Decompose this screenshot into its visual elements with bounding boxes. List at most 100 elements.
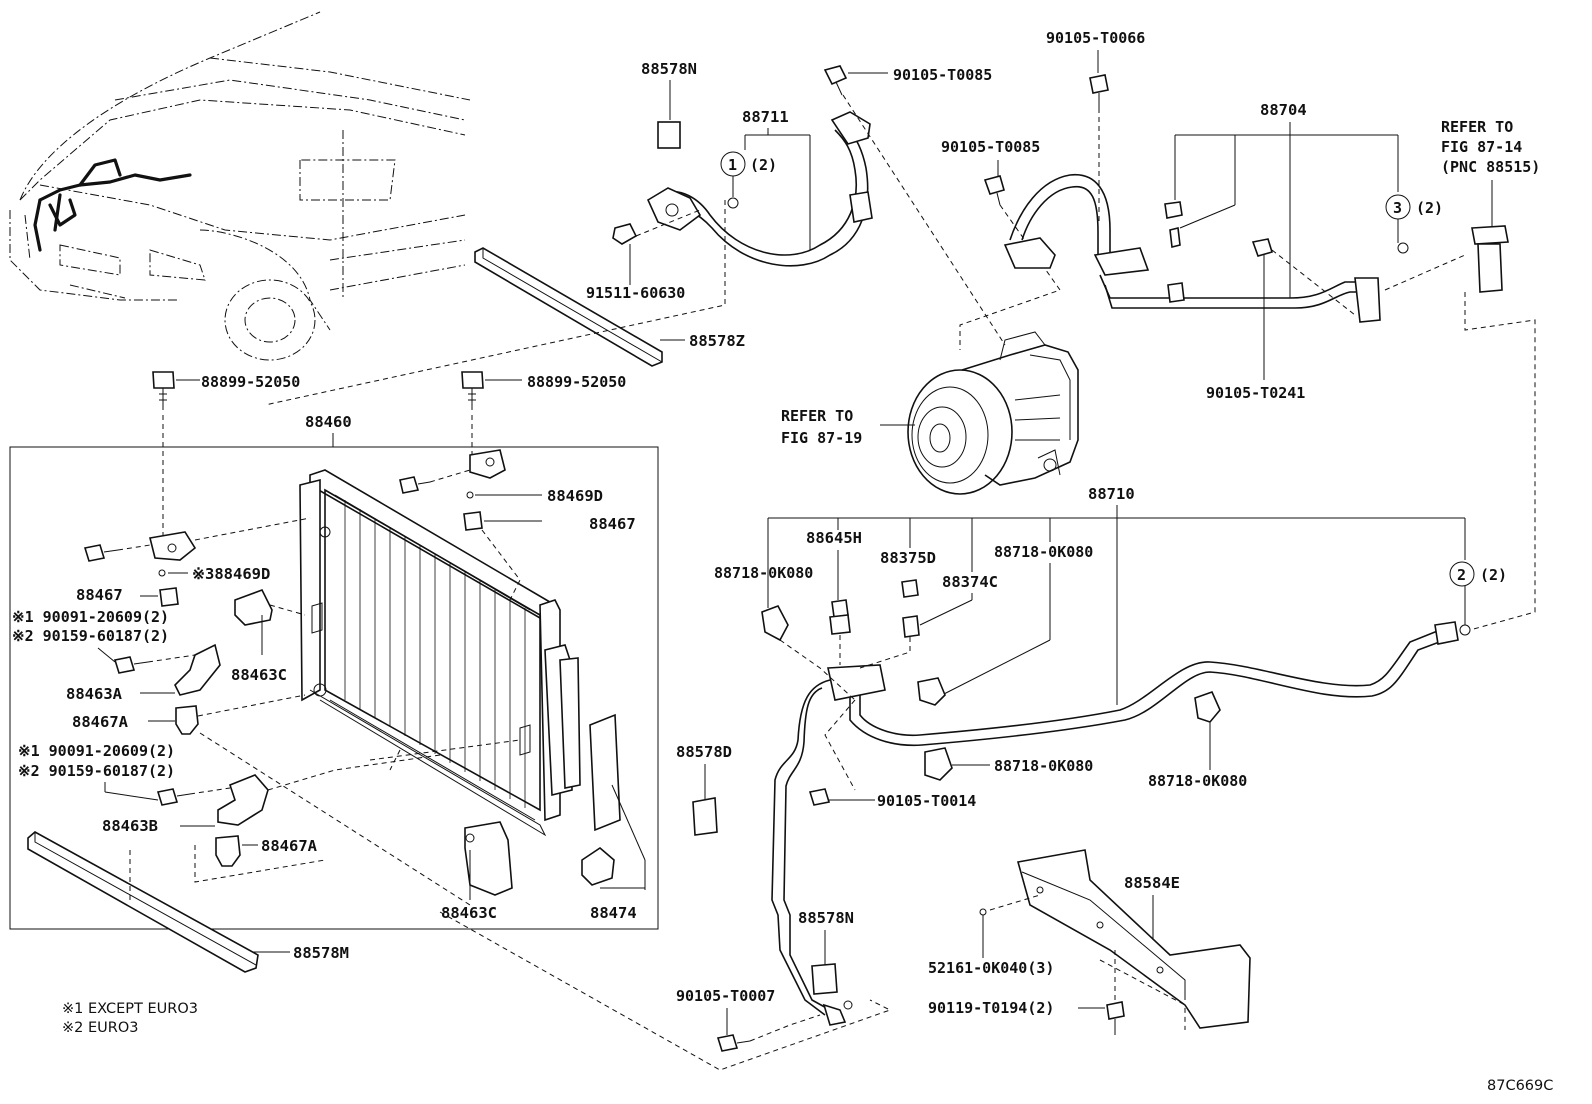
refer-87-19-line2: FIG 87-19 bbox=[781, 429, 862, 447]
refer-87-14-line3: (PNC 88515) bbox=[1441, 158, 1540, 176]
bolt-90105-t0014 bbox=[808, 788, 831, 806]
clamp-88718-a bbox=[761, 605, 789, 642]
clamp-88718-c bbox=[924, 747, 953, 781]
label-90091-20609-b: ※1 90091-20609(2) bbox=[18, 742, 175, 760]
label-90159-60187-b: ※2 90159-60187(2) bbox=[18, 762, 175, 780]
bolt-90105-t0241 bbox=[1251, 238, 1274, 262]
note-2: ※2 EURO3 bbox=[62, 1020, 138, 1036]
bracket-88463c-bottom bbox=[464, 821, 513, 896]
bracket-88463a bbox=[174, 643, 221, 696]
bolt-90105-t0085-mid bbox=[983, 175, 1005, 206]
expansion-valve bbox=[1471, 225, 1509, 293]
label-88584e: 88584E bbox=[1124, 874, 1180, 892]
label-88718-0k080-b: 88718-0K080 bbox=[994, 543, 1093, 561]
clamp-88718-d bbox=[1194, 690, 1221, 723]
label-88578d: 88578D bbox=[676, 743, 732, 761]
condenser-kit-box bbox=[9, 446, 659, 930]
label-88469d-right: 88469D bbox=[547, 487, 603, 505]
label-88718-0k080-a: 88718-0K080 bbox=[714, 564, 813, 582]
label-90091-20609-a: ※1 90091-20609(2) bbox=[12, 608, 169, 626]
label-88463a: 88463A bbox=[66, 685, 123, 703]
label-88467-left: 88467 bbox=[76, 586, 123, 604]
bolt-90105-t0007 bbox=[716, 1034, 739, 1052]
bolt-88899-52050-left bbox=[152, 371, 175, 410]
bolt-90091-b bbox=[156, 788, 179, 806]
note-1: ※1 EXCEPT EURO3 bbox=[62, 1001, 198, 1017]
cover-88584e bbox=[1016, 849, 1251, 1029]
compressor bbox=[907, 331, 1079, 495]
pad-88578n-top bbox=[657, 121, 681, 149]
label-88578n-bottom: 88578N bbox=[798, 909, 854, 927]
callout-3-qty: (2) bbox=[1416, 199, 1443, 217]
bracket-88463c-mid bbox=[234, 589, 273, 626]
callout-1-qty: (2) bbox=[750, 156, 777, 174]
label-90105-t0085-mid: 90105-T0085 bbox=[941, 138, 1040, 156]
label-88899-52050-right: 88899-52050 bbox=[527, 373, 626, 391]
label-88718-0k080-c: 88718-0K080 bbox=[994, 757, 1093, 775]
label-90105-t0066: 90105-T0066 bbox=[1046, 29, 1145, 47]
hose-88711 bbox=[646, 111, 873, 267]
label-88578m: 88578M bbox=[293, 944, 349, 962]
label-88467a-bottom: 88467A bbox=[261, 837, 318, 855]
vehicle-outline bbox=[9, 11, 471, 361]
label-90105-t0085-top: 90105-T0085 bbox=[893, 66, 992, 84]
callout-2-qty: (2) bbox=[1480, 566, 1507, 584]
seal-88474-upper bbox=[589, 713, 621, 832]
label-88474: 88474 bbox=[590, 904, 637, 922]
bracket-upper-right bbox=[399, 449, 506, 494]
bolt-91511-60630 bbox=[612, 209, 701, 245]
label-88899-52050-left: 88899-52050 bbox=[201, 373, 300, 391]
label-88711: 88711 bbox=[742, 108, 789, 126]
label-88710: 88710 bbox=[1088, 485, 1135, 503]
clamp-88718-b bbox=[917, 677, 946, 706]
label-90105-t0241: 90105-T0241 bbox=[1206, 384, 1305, 402]
callout-3: 3 bbox=[1393, 199, 1402, 217]
bolt-88899-52050-right bbox=[461, 371, 484, 410]
hose-88704 bbox=[1003, 173, 1381, 323]
pipe-88710 bbox=[771, 621, 1459, 1026]
label-88463b: 88463B bbox=[102, 817, 158, 835]
label-90159-60187-a: ※2 90159-60187(2) bbox=[12, 627, 169, 645]
label-88463c-mid: 88463C bbox=[231, 666, 287, 684]
grommet-88467a-bottom bbox=[215, 835, 241, 867]
strip-88578z bbox=[474, 247, 663, 367]
label-88467-right: 88467 bbox=[589, 515, 636, 533]
refer-87-14-line2: FIG 87-14 bbox=[1441, 138, 1522, 156]
label-88578z: 88578Z bbox=[689, 332, 745, 350]
label-88645h: 88645H bbox=[806, 529, 862, 547]
bolt-90105-t0085-top bbox=[823, 65, 848, 96]
refer-87-14-line1: REFER TO bbox=[1441, 118, 1513, 136]
label-90105-t0014: 90105-T0014 bbox=[877, 792, 976, 810]
label-52161-0k040: 52161-0K040(3) bbox=[928, 959, 1054, 977]
label-88374c: 88374C bbox=[942, 573, 998, 591]
refer-87-19-line1: REFER TO bbox=[781, 407, 853, 425]
bracket-upper-left bbox=[83, 517, 311, 562]
label-90119-t0194: 90119-T0194(2) bbox=[928, 999, 1054, 1017]
callout-circle-2 bbox=[1449, 561, 1475, 587]
label-88718-0k080-d: 88718-0K080 bbox=[1148, 772, 1247, 790]
bolt-90119-t0194 bbox=[1106, 1001, 1125, 1020]
condenser-core bbox=[299, 469, 581, 837]
bolt-90091-a bbox=[113, 656, 136, 674]
pad-88578d bbox=[692, 797, 718, 836]
grommet-88467-left bbox=[159, 587, 179, 607]
label-88375d: 88375D bbox=[880, 549, 936, 567]
label-88463c-bottom: 88463C bbox=[441, 904, 497, 922]
callout-1: 1 bbox=[728, 156, 737, 174]
strip-88578m bbox=[27, 831, 259, 973]
label-88469d-left: ※388469D bbox=[192, 565, 270, 583]
label-91511-60630: 91511-60630 bbox=[586, 284, 685, 302]
label-90105-t0007: 90105-T0007 bbox=[676, 987, 775, 1005]
label-88578n-top: 88578N bbox=[641, 60, 697, 78]
callout-2: 2 bbox=[1457, 566, 1466, 584]
pad-88578n-bottom bbox=[811, 963, 838, 995]
grommet-88467-right bbox=[463, 511, 483, 531]
switch-88645h bbox=[831, 599, 849, 618]
cap-88375d bbox=[901, 579, 919, 598]
clip-52161 bbox=[979, 908, 987, 916]
grommet-88467a-top bbox=[175, 705, 199, 735]
diagram-id: 87C669C bbox=[1487, 1078, 1553, 1094]
label-88704: 88704 bbox=[1260, 101, 1307, 119]
